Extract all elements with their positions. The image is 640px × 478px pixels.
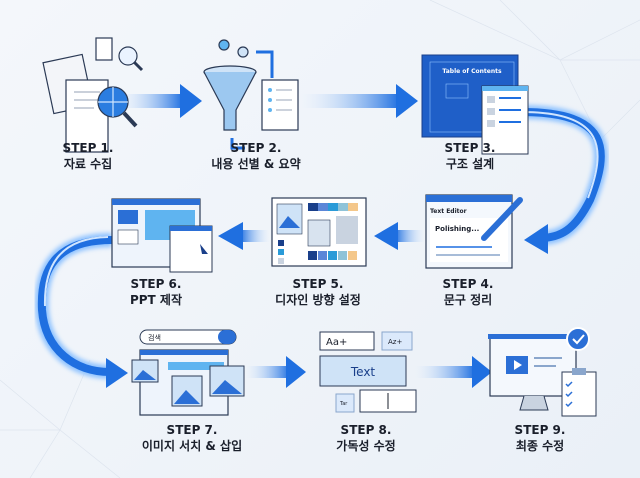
step-title: 문구 정리 <box>443 293 493 307</box>
step-1-label: STEP 1. 자료 수집 <box>8 140 168 172</box>
az-text: Az+ <box>388 338 402 346</box>
polishing-text: Polishing... <box>435 225 479 233</box>
monitor-checklist-icon <box>488 327 597 417</box>
step-number: STEP 3. <box>444 141 496 155</box>
step-title: 가독성 수정 <box>336 439 396 453</box>
arrow-8-9 <box>415 356 492 388</box>
arrow-6-7-curve <box>34 233 128 388</box>
step-number: STEP 5. <box>292 277 344 291</box>
step-title: 구조 설계 <box>445 157 495 171</box>
toc-text: Table of Contents <box>442 68 502 75</box>
step-number: STEP 7. <box>166 423 218 437</box>
mood-board-icon <box>271 197 367 267</box>
step-number: STEP 2. <box>230 141 282 155</box>
text-editor-pen-icon: Text Editor Polishing... <box>425 194 523 269</box>
step-number: STEP 9. <box>514 423 566 437</box>
step-5-label: STEP 5. 디자인 방향 설정 <box>238 276 398 308</box>
funnel-notes-icon <box>203 39 299 150</box>
arrow-5-6 <box>218 222 270 250</box>
step-title: 자료 수집 <box>63 157 113 171</box>
text-box-text: Text <box>350 365 376 379</box>
step-8-label: STEP 8. 가독성 수정 <box>286 422 446 454</box>
step-title: 최종 수정 <box>515 439 565 453</box>
tar-text: Tar <box>339 401 348 407</box>
arrow-2-3 <box>300 84 418 118</box>
step-number: STEP 8. <box>340 423 392 437</box>
step-title: 디자인 방향 설정 <box>275 293 361 307</box>
text-resize-icon: Aa+ Az+ Text Tar <box>319 331 417 413</box>
step-title: PPT 제작 <box>129 293 183 307</box>
editor-title-text: Text Editor <box>430 208 467 215</box>
step-number: STEP 1. <box>62 141 114 155</box>
arrow-4-5 <box>374 222 425 250</box>
step-9-label: STEP 9. 최종 수정 <box>460 422 620 454</box>
step-7-label: STEP 7. 이미지 서치 & 삽입 <box>112 422 272 454</box>
step-number: STEP 6. <box>130 277 182 291</box>
slide-editor-icon <box>111 198 213 273</box>
step-2-label: STEP 2. 내용 선별 & 요약 <box>176 140 336 172</box>
blueprint-icon: Table of Contents <box>421 54 529 155</box>
documents-search-icon <box>42 37 144 153</box>
image-search-icon: 검색 <box>131 329 245 416</box>
step-4-label: STEP 4. 문구 정리 <box>388 276 548 308</box>
font-up-text: Aa+ <box>326 337 347 348</box>
step-6-label: STEP 6. PPT 제작 <box>76 276 236 308</box>
step-3-label: STEP 3. 구조 설계 <box>390 140 550 172</box>
step-number: STEP 4. <box>442 277 494 291</box>
arrow-1-2 <box>118 84 202 118</box>
search-field-text: 검색 <box>148 333 161 342</box>
step-title: 이미지 서치 & 삽입 <box>141 439 243 453</box>
arrow-7-8 <box>245 356 306 388</box>
arrow-3-4-curve <box>521 105 608 254</box>
step-title: 내용 선별 & 요약 <box>211 157 301 171</box>
